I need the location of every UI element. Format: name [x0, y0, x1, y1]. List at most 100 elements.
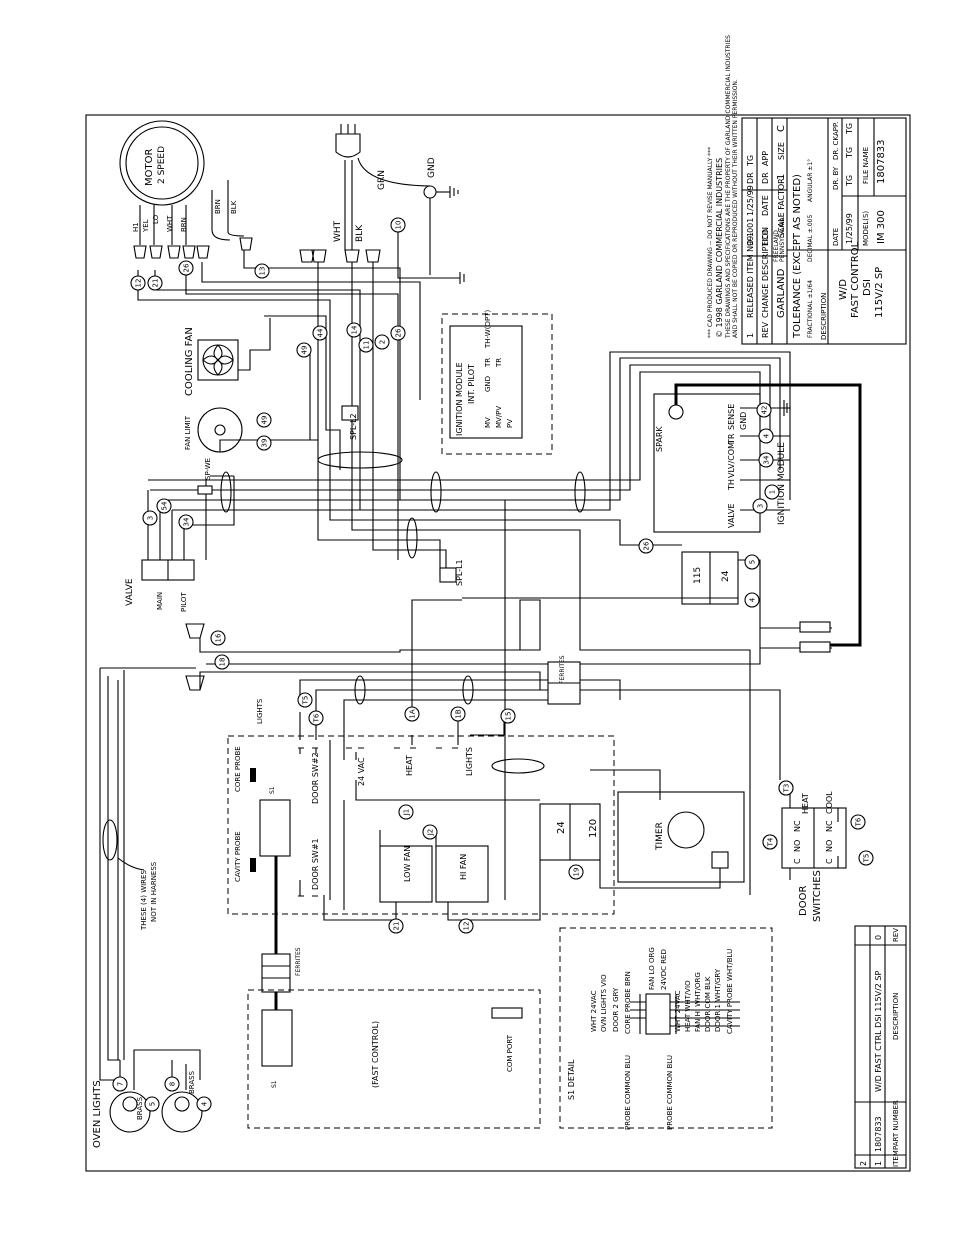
wire-number: 49 [296, 342, 312, 358]
svg-text:DSI: DSI [862, 279, 873, 296]
svg-text:0: 0 [874, 935, 883, 940]
svg-text:PENNSYLVANIA: PENNSYLVANIA [779, 216, 786, 262]
svg-text:T6: T6 [313, 713, 321, 723]
svg-text:4: 4 [763, 433, 771, 438]
svg-text:MV: MV [484, 417, 492, 428]
timer: TIMER [590, 769, 745, 889]
svg-text:J2: J2 [427, 829, 435, 837]
control-board: CORE PROBE CAVITY PROBE S1 DOOR SW#2 DOO… [227, 735, 615, 921]
svg-text:COOLING FAN: COOLING FAN [184, 327, 195, 396]
svg-text:2: 2 [859, 1161, 868, 1166]
svg-text:ECO: ECO [761, 229, 770, 246]
wire-number: 14 [346, 322, 362, 338]
svg-text:4: 4 [749, 597, 757, 602]
wire-number: 54 [156, 498, 172, 514]
svg-text:VALVE: VALVE [125, 578, 135, 606]
svg-text:IGNITION MODULE: IGNITION MODULE [777, 442, 787, 525]
wire-number: 1B [450, 706, 466, 722]
svg-text:1: 1 [769, 490, 777, 494]
svg-text:SPARK: SPARK [655, 426, 664, 452]
svg-text:COM PORT: COM PORT [506, 1034, 514, 1072]
svg-text:FERRITES: FERRITES [559, 655, 566, 684]
wire-number: 11 [358, 337, 374, 353]
fast-control: S1 (FAST CONTROL) COM PORT [247, 989, 541, 1129]
svg-text:21: 21 [152, 279, 160, 288]
svg-text:COOL: COOL [825, 791, 834, 814]
svg-text:PROBE COMMON BLU: PROBE COMMON BLU [624, 1055, 632, 1130]
svg-text:WHT 24VAC: WHT 24VAC [674, 990, 682, 1032]
wire-number: 26 [638, 538, 654, 554]
wire-number: 34 [178, 514, 194, 530]
svg-text:IGNITION MODULE: IGNITION MODULE [455, 362, 464, 436]
wire-number: T6 [850, 814, 866, 830]
svg-text:FRACTIONAL ±1/64: FRACTIONAL ±1/64 [807, 280, 814, 338]
wire-number: 1A [404, 706, 420, 722]
transformer: 115 24 [681, 551, 739, 605]
svg-text:FAN LO ORG: FAN LO ORG [648, 947, 656, 990]
cooling-fan: COOLING FAN [184, 327, 239, 396]
svg-text:GND: GND [739, 412, 748, 430]
svg-text:BRN: BRN [180, 217, 188, 232]
svg-text:1807833: 1807833 [874, 1116, 883, 1152]
svg-text:OVEN LIGHTS: OVEN LIGHTS [92, 1080, 103, 1148]
svg-text:SCALE FACTOR: SCALE FACTOR [777, 178, 786, 238]
svg-text:DOOR COM BLK: DOOR COM BLK [704, 976, 712, 1032]
svg-text:TG: TG [845, 123, 854, 135]
svg-text:12: 12 [135, 279, 143, 288]
svg-text:19: 19 [573, 868, 581, 877]
wire-number: 49 [256, 412, 272, 428]
svg-text:CORE PROBE BRN: CORE PROBE BRN [624, 971, 632, 1034]
svg-text:2: 2 [379, 340, 387, 344]
wire-number: 5 [744, 554, 760, 570]
svg-text:115: 115 [693, 567, 703, 584]
ignition-module: IGNITION MODULE SPARK SENSE GND TR VLV/C… [653, 393, 787, 533]
wire-number: T5 [858, 850, 874, 866]
svg-text:HEAT: HEAT [801, 793, 810, 814]
svg-text:CORE PROBE: CORE PROBE [234, 746, 242, 792]
tolerance: TOLERANCE (EXCEPT AS NOTED) [792, 174, 803, 339]
wire-number: T6 [308, 710, 324, 726]
wire-number: 13 [254, 263, 270, 279]
svg-text:120: 120 [588, 819, 599, 838]
svg-text:54: 54 [161, 501, 169, 510]
svg-text:BLK: BLK [355, 224, 365, 242]
ferrite-bead: FERRITES [261, 947, 302, 993]
svg-text:LO: LO [152, 214, 160, 224]
svg-text:26: 26 [183, 263, 191, 272]
svg-text:T4: T4 [767, 837, 775, 847]
wire-number: 42 [756, 402, 772, 418]
svg-text:DOOR SW#2: DOOR SW#2 [311, 752, 320, 804]
svg-text:FAST CONTROL: FAST CONTROL [850, 241, 861, 318]
svg-text:DESCRIPTION: DESCRIPTION [820, 293, 828, 340]
svg-text:16: 16 [215, 633, 223, 642]
svg-text:3: 3 [147, 516, 155, 520]
svg-text:2 SPEED: 2 SPEED [157, 146, 167, 184]
svg-text:TG: TG [845, 147, 854, 159]
power-plug: WHT BLK GRN GND [333, 124, 437, 250]
motor-connectors [133, 237, 253, 259]
wire-number: 2 [374, 334, 390, 350]
svg-text:GND: GND [484, 376, 492, 392]
wire-number: 10 [390, 217, 406, 233]
ground-icon [397, 185, 465, 284]
parts-list: 2 1 1807833 W/D FAST CTRL DSI 115V/2 SP … [854, 925, 907, 1169]
svg-text:DATE: DATE [832, 228, 840, 246]
svg-text:1: 1 [874, 1161, 883, 1166]
svg-text:3: 3 [757, 504, 765, 508]
svg-text:OVN LIGHTS VIO: OVN LIGHTS VIO [600, 974, 608, 1032]
svg-text:BLK: BLK [230, 200, 238, 214]
svg-text:7: 7 [117, 1082, 125, 1086]
svg-text:NO: NO [825, 840, 834, 852]
wire-number: 21 [388, 918, 404, 934]
svg-text:INT. PILOT: INT. PILOT [467, 364, 476, 404]
svg-text:14: 14 [351, 325, 359, 334]
wire-number: 39 [256, 435, 272, 451]
svg-text:TG: TG [845, 175, 854, 187]
svg-text:C: C [793, 858, 802, 864]
svg-text:PART NUMBER: PART NUMBER [892, 1100, 900, 1150]
svg-text:NC: NC [825, 820, 834, 832]
plug-connectors [299, 249, 381, 263]
svg-text:26: 26 [643, 541, 651, 550]
low-fan-relay [379, 845, 433, 903]
svg-text:11: 11 [363, 341, 371, 350]
